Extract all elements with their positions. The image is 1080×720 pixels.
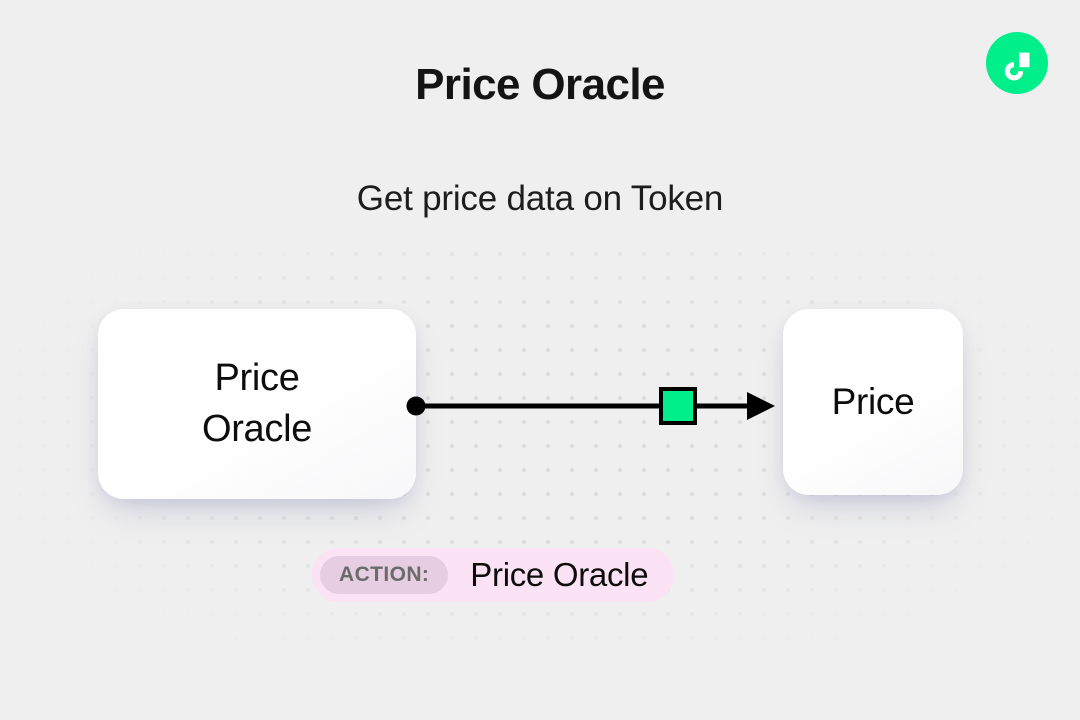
node-price-label: Price xyxy=(831,381,915,423)
flow-logo-icon xyxy=(986,32,1048,94)
action-badge: ACTION: Price Oracle xyxy=(312,548,675,602)
node-price[interactable]: Price xyxy=(783,309,963,495)
action-value: Price Oracle xyxy=(470,556,649,593)
page-title: Price Oracle xyxy=(415,60,665,109)
arrow-head-icon xyxy=(747,392,775,420)
node-price-oracle-label: Price Oracle xyxy=(201,356,313,450)
action-chip: ACTION: xyxy=(320,556,449,594)
action-chip-label: ACTION: xyxy=(339,563,430,586)
connector-marker-icon xyxy=(659,387,697,425)
page-subtitle: Get price data on Token xyxy=(356,179,724,218)
node-price-oracle[interactable]: Price Oracle xyxy=(98,309,416,499)
